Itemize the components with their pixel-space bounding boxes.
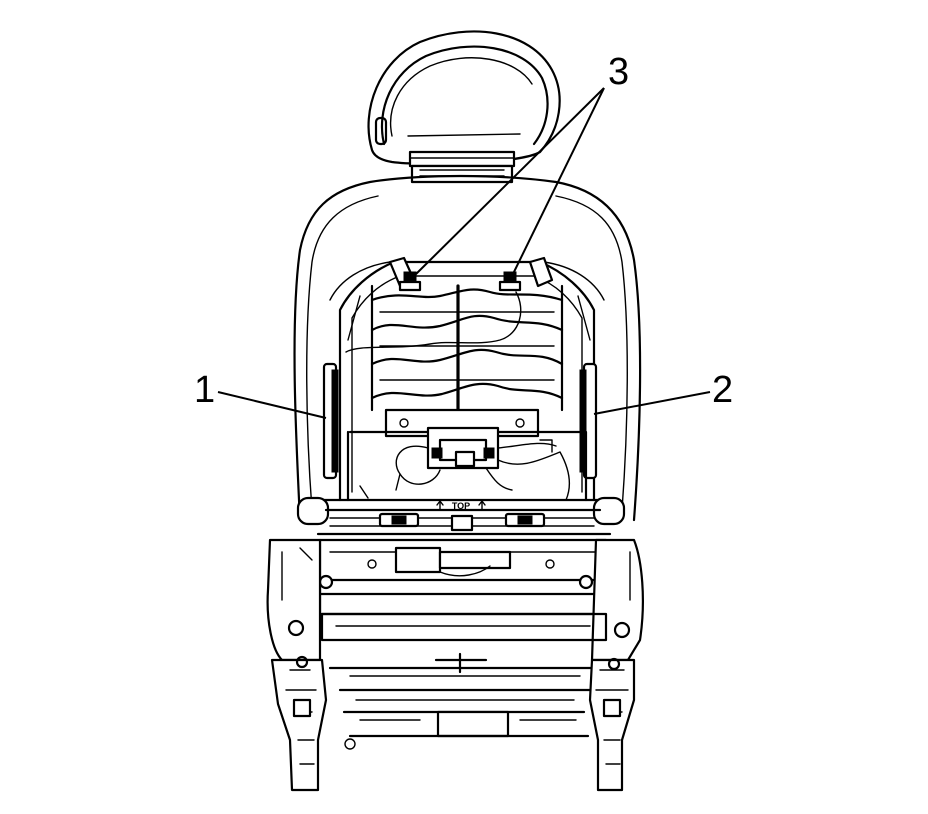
lower-cross-member: TOP	[296, 496, 626, 536]
callout-leaders	[217, 87, 711, 419]
leader-line-3a	[411, 87, 605, 279]
seat-base	[318, 538, 608, 616]
left-side-panel	[266, 538, 322, 662]
lumbar-module	[346, 408, 588, 502]
upper-clip-right	[498, 271, 522, 292]
leader-line-3b	[511, 87, 605, 277]
side-retainer-left	[322, 362, 339, 480]
suspension-springs	[345, 284, 564, 414]
headrest	[367, 30, 561, 184]
callout-label-3: 3	[608, 51, 629, 93]
leader-line-1	[217, 391, 327, 419]
left-leg	[270, 655, 328, 792]
callout-label-2: 2	[712, 369, 733, 411]
seat-track-assembly	[320, 612, 608, 750]
seat-back-shell	[293, 174, 642, 522]
top-stamp-label: TOP	[452, 501, 470, 511]
right-leg	[588, 657, 636, 792]
side-retainer-right	[579, 362, 598, 480]
seat-back-frame	[338, 256, 596, 502]
upper-clip-left	[398, 271, 422, 292]
leader-line-2	[593, 391, 711, 415]
callout-label-1: 1	[194, 369, 215, 411]
right-side-panel	[590, 538, 644, 662]
